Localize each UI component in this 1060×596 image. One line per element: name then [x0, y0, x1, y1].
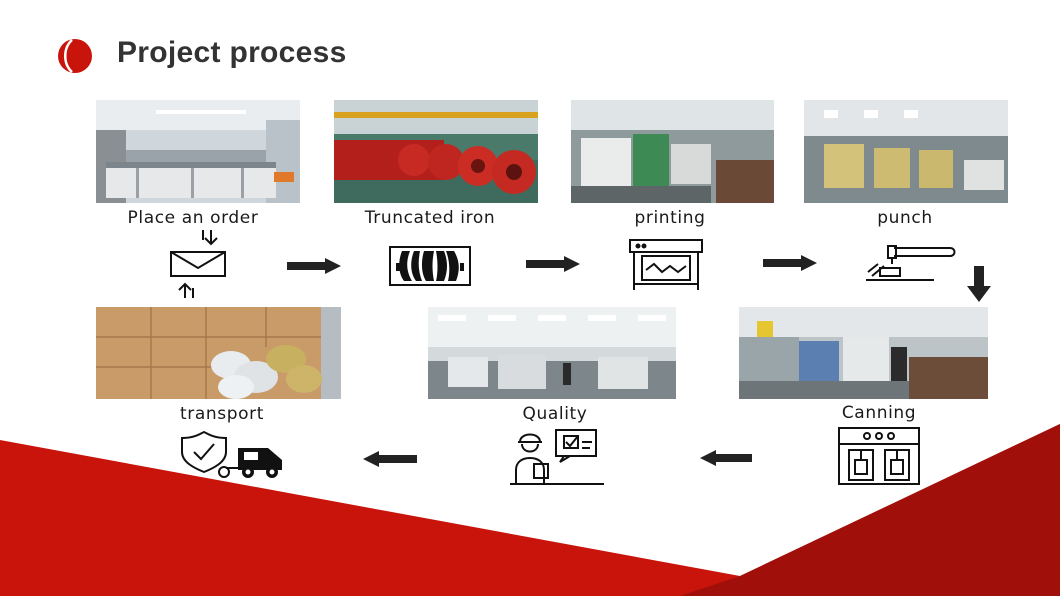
delivery-truck-icon: [181, 430, 282, 478]
arrow-down-icon: [967, 266, 991, 302]
steel-coil-icon: [389, 246, 471, 286]
page-title: Project process: [117, 36, 347, 69]
packed-goods-photo: [96, 307, 341, 399]
step-label-canning: Canning: [841, 403, 917, 423]
step-label-transport: transport: [180, 404, 264, 424]
envelope-order-icon: [170, 230, 226, 298]
arrow-left-icon: [700, 450, 752, 466]
arrow-right-icon: [287, 258, 341, 274]
quality-workshop-photo: [428, 307, 676, 399]
printing-line-photo: [571, 100, 774, 203]
punch-machine-icon: [866, 245, 956, 281]
arrow-left-icon: [363, 451, 417, 467]
step-label-printing: printing: [634, 208, 706, 228]
canning-machine-icon: [838, 427, 920, 485]
step-label-truncated-iron: Truncated iron: [364, 208, 496, 228]
punch-workshop-photo: [804, 100, 1008, 203]
step-label-punch: punch: [877, 208, 933, 228]
arrow-right-icon: [763, 255, 817, 271]
quality-inspector-icon: [510, 429, 604, 485]
steel-coils-photo: [334, 100, 538, 203]
office-photo: [96, 100, 300, 203]
canning-line-photo: [739, 307, 988, 399]
step-label-quality: Quality: [522, 404, 588, 424]
logo-icon: [58, 39, 92, 73]
printer-icon: [629, 239, 703, 290]
step-label-place-order: Place an order: [127, 208, 259, 228]
arrow-right-icon: [526, 256, 580, 272]
